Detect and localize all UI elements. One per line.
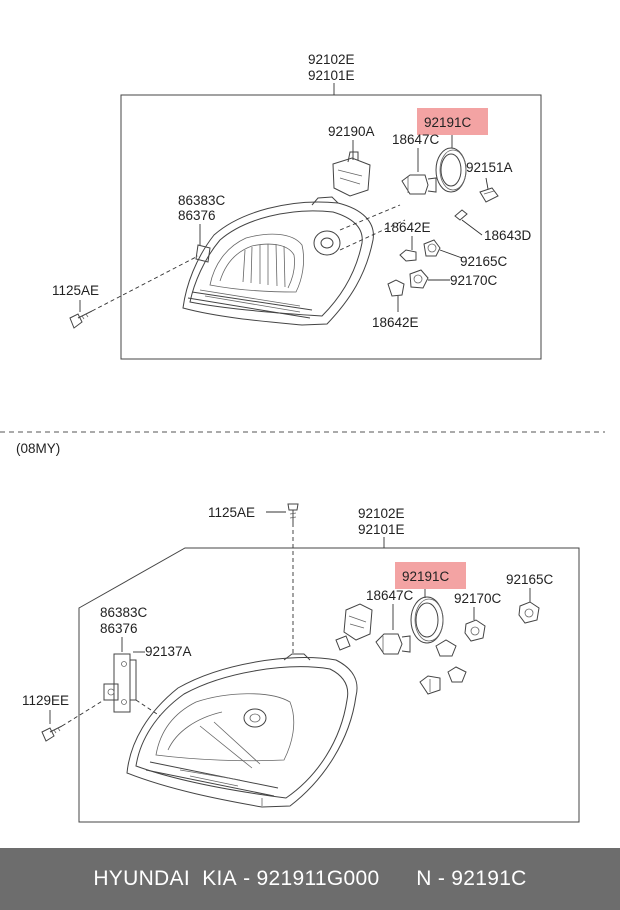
top-ring-92191C (435, 135, 467, 193)
top-socket-92151A: 92151A (466, 160, 513, 203)
footer-gap (379, 867, 416, 891)
top-assembly-label-1: 92102E (308, 52, 355, 67)
bottom-assembly-label-2: 92101E (358, 522, 405, 537)
top-frame (120, 94, 542, 360)
bottom-label-92165C: 92165C (506, 572, 554, 587)
top-label-92165C: 92165C (460, 254, 508, 269)
top-socket-92170C: 92170C (409, 269, 498, 289)
top-bulb-18647C: 18647C (392, 132, 440, 195)
footer-part-number: 921911G000 (256, 867, 380, 890)
top-highlight-92191C (417, 108, 488, 135)
top-bulb-92190A: 92190A (328, 124, 375, 197)
top-label-18643D: 18643D (484, 228, 532, 243)
top-label-92170C: 92170C (450, 273, 498, 288)
top-label-18647C: 18647C (392, 132, 440, 147)
bottom-label-1129EE: 1129EE (22, 693, 69, 708)
bottom-label-86383C: 86383C (100, 605, 148, 620)
bottom-assembly-label-1: 92102E (358, 506, 405, 521)
footer-catalog-number: 92191C (451, 867, 527, 890)
footer-bar: HYUNDAI KIA - 921911G000 N - 92191C (0, 848, 620, 910)
bottom-diagram: 92102E 92101E 1125AE 92191C 92165C 18647… (22, 503, 580, 823)
top-diagram: 92102E 92101E 92191C 92190A (52, 52, 542, 360)
bottom-bulb-unlabeled (335, 603, 373, 651)
variant-label: (08MY) (16, 441, 60, 456)
top-label-18642E-a: 18642E (384, 220, 431, 235)
bottom-frame (78, 547, 580, 823)
bottom-bracket-92137A: 92137A (103, 644, 192, 717)
top-socket-92165C: 92165C (423, 239, 508, 269)
bottom-socket-92170C: 92170C (454, 591, 502, 642)
top-label-86383C: 86383C (178, 193, 226, 208)
bottom-bolt-1125AE: 1125AE (208, 503, 299, 656)
bottom-label-92170C: 92170C (454, 591, 502, 606)
top-assembly-label-2: 92101E (308, 68, 355, 83)
bottom-label-92137A: 92137A (145, 644, 192, 659)
bottom-ring-92191C (410, 589, 444, 644)
bottom-headlamp-housing (126, 653, 358, 808)
bottom-label-1125AE: 1125AE (208, 505, 255, 520)
top-headlamp-housing (182, 196, 374, 326)
top-bolt-1125AE: 1125AE (52, 255, 199, 329)
top-bulb-18642E-b: 18642E (372, 279, 419, 330)
top-bulb-18642E-a: 18642E (384, 220, 431, 262)
bottom-small-bulbs (419, 639, 467, 695)
top-label-86376: 86376 (178, 208, 216, 223)
bottom-socket-92165C: 92165C (506, 572, 554, 624)
top-label-92191C: 92191C (424, 115, 472, 130)
top-label-92190A: 92190A (328, 124, 375, 139)
bottom-highlight-92191C (395, 562, 466, 589)
top-label-92151A: 92151A (466, 160, 513, 175)
top-bulb-18643D: 18643D (454, 209, 532, 243)
bottom-bulb-18647C: 18647C (366, 588, 414, 655)
parts-diagram: 92102E 92101E 92191C 92190A (0, 52, 605, 823)
bottom-label-92191C: 92191C (402, 569, 450, 584)
bottom-label-86376: 86376 (100, 621, 138, 636)
top-label-1125AE: 1125AE (52, 283, 99, 298)
bottom-bolt-1129EE: 1129EE (22, 693, 105, 742)
footer-brand: HYUNDAI KIA (93, 867, 237, 890)
bottom-label-18647C: 18647C (366, 588, 414, 603)
footer-separator-1: - (236, 867, 257, 890)
top-label-18642E-b: 18642E (372, 315, 419, 330)
footer-separator-2: - (431, 867, 452, 890)
footer-n-prefix: N (416, 867, 432, 890)
